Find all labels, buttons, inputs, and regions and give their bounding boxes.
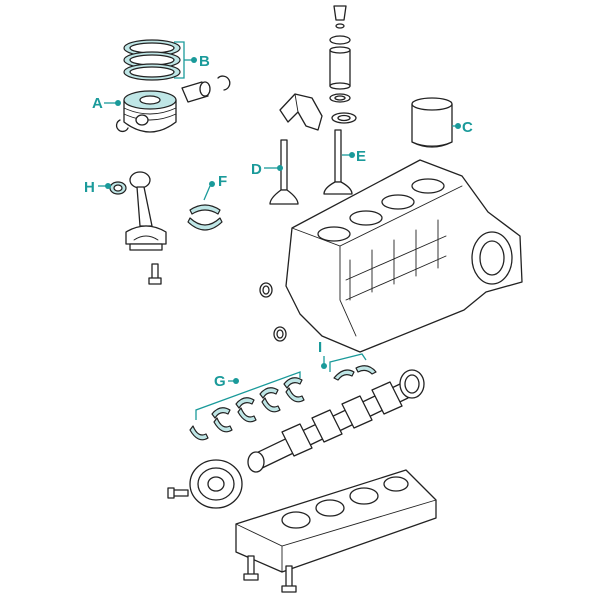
callout-a: A <box>92 95 121 112</box>
ladder-bolt-right <box>281 565 297 593</box>
valve-cotters <box>333 5 347 21</box>
valve-spring <box>329 46 351 90</box>
oil-seal-upper <box>259 282 273 298</box>
valve-spring-cap <box>329 23 351 45</box>
svg-text:C: C <box>462 119 473 136</box>
piston-rings <box>123 39 181 81</box>
svg-text:B: B <box>199 53 210 70</box>
callout-e: E <box>342 148 366 165</box>
piston-circlip-right <box>217 75 231 91</box>
con-rod-bearing-shells <box>187 204 223 231</box>
crank-pulley <box>189 459 243 509</box>
piston-pin <box>181 81 211 103</box>
oil-seal-lower <box>273 326 287 342</box>
callout-h: H <box>84 179 111 196</box>
svg-text:H: H <box>84 179 95 196</box>
svg-text:F: F <box>218 173 227 190</box>
callout-i: I <box>318 339 367 372</box>
svg-text:A: A <box>92 95 103 112</box>
callout-f: F <box>203 173 227 201</box>
pulley-bolt <box>167 487 189 499</box>
piston <box>123 90 177 133</box>
rocker-arm <box>279 93 323 131</box>
callout-d: D <box>251 161 283 178</box>
callout-g: G <box>195 371 301 420</box>
valve-intake <box>269 139 299 205</box>
connecting-rod <box>125 171 167 251</box>
piston-circlip-left <box>116 119 129 132</box>
callout-b: B <box>174 41 210 79</box>
engine-block <box>285 159 523 353</box>
main-bearing-shells-upper <box>211 377 303 419</box>
svg-text:I: I <box>318 339 322 356</box>
svg-text:D: D <box>251 161 262 178</box>
valve-exhaust <box>323 129 353 195</box>
cylinder-liner <box>411 97 453 148</box>
bearing-ladder-frame <box>235 469 437 573</box>
con-rod-bush <box>109 181 127 195</box>
valve-spring-seat <box>331 112 357 124</box>
svg-text:G: G <box>214 373 226 390</box>
con-rod-bolt <box>148 263 162 285</box>
ladder-bolt-left <box>243 555 259 581</box>
callout-c: C <box>452 119 473 136</box>
crankshaft-timing-gear <box>399 369 425 399</box>
svg-text:E: E <box>356 148 366 165</box>
main-bearing-shells-lower <box>189 387 305 441</box>
thrust-washers <box>333 365 377 381</box>
valve-stem-seal <box>329 93 351 103</box>
crankshaft <box>247 381 409 473</box>
